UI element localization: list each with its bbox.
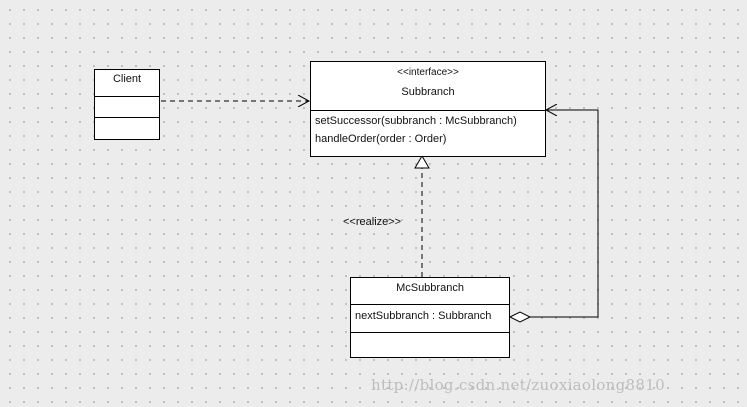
class-subbranch-operations: setSuccessor(subbranch : McSubbranch) ha… [311, 110, 545, 148]
aggregation-diamond [508, 311, 532, 323]
class-client[interactable]: Client [94, 69, 160, 140]
class-mcsubbranch-attributes: nextSubbranch : Subbranch [351, 304, 509, 332]
class-subbranch[interactable]: <<interface>> Subbranch setSuccessor(sub… [310, 61, 546, 157]
realize-label: <<realize>> [343, 216, 402, 228]
class-subbranch-header: <<interface>> Subbranch [311, 62, 545, 110]
watermark-url: http://blog.csdn.net/zuoxiaolong8810 [371, 376, 665, 394]
operation-set-successor: setSuccessor(subbranch : McSubbranch) [315, 115, 517, 127]
class-mcsubbranch-name: McSubbranch [396, 282, 464, 294]
class-mcsubbranch[interactable]: McSubbranch nextSubbranch : Subbranch [350, 277, 510, 358]
realization-triangle [414, 155, 430, 169]
class-client-operations [95, 117, 159, 139]
operation-handle-order: handleOrder(order : Order) [315, 133, 447, 145]
class-client-name: Client [112, 73, 142, 85]
class-subbranch-name: Subbranch [401, 86, 455, 98]
aggregation-line[interactable] [530, 110, 599, 318]
class-mcsubbranch-operations [351, 332, 509, 357]
class-client-attributes [95, 96, 159, 117]
class-subbranch-stereotype: <<interface>> [397, 67, 459, 78]
attribute-next-subbranch: nextSubbranch : Subbranch [355, 310, 492, 322]
